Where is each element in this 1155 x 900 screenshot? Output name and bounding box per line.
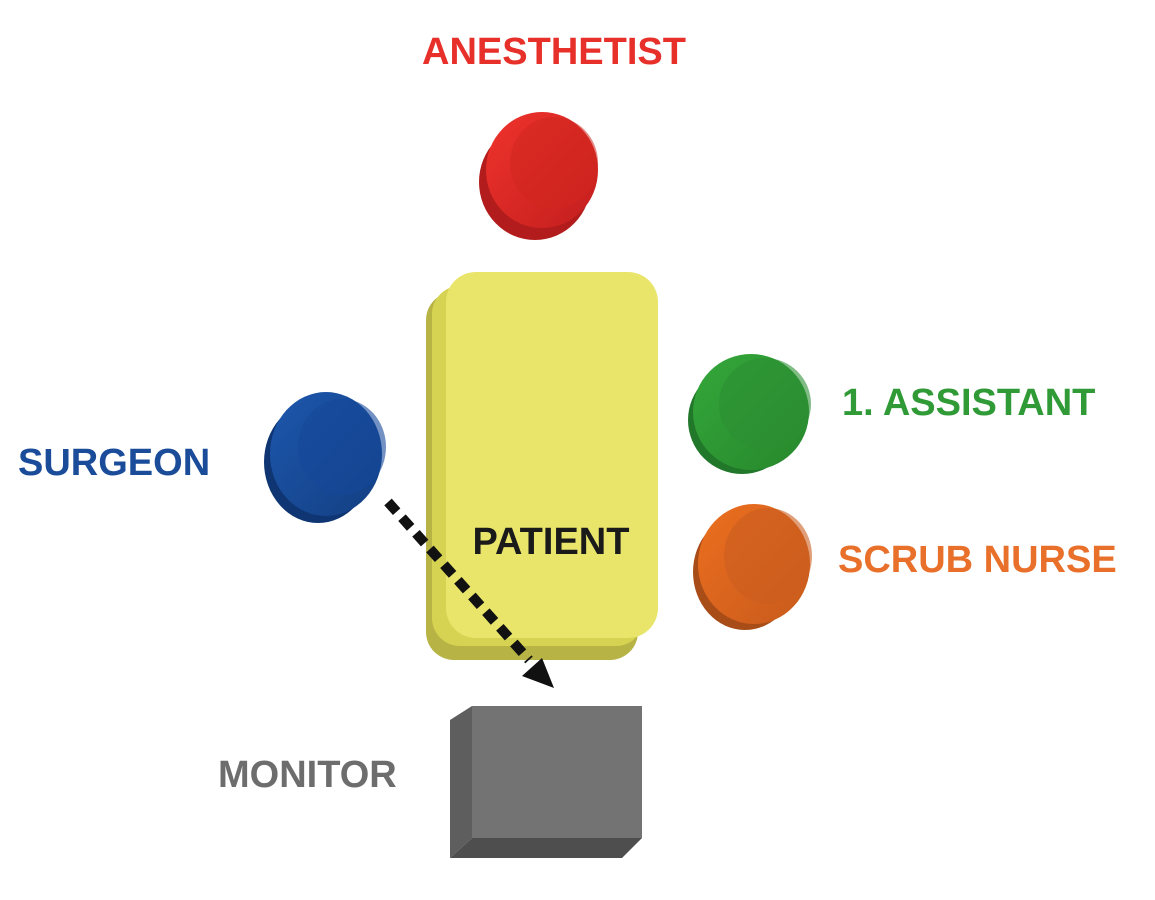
- first-assistant-figure: [688, 354, 811, 474]
- monitor-box: [450, 706, 642, 858]
- label-surgeon: SURGEON: [18, 442, 210, 484]
- label-scrub-nurse: SCRUB NURSE: [838, 539, 1117, 581]
- scrub-nurse-figure: [693, 504, 812, 630]
- label-monitor: MONITOR: [218, 754, 397, 796]
- surgeon-view-arrow: [384, 498, 554, 688]
- anesthetist-figure: [479, 112, 598, 240]
- patient-table: [426, 272, 658, 660]
- label-patient: PATIENT: [473, 521, 630, 563]
- label-anesthetist: ANESTHETIST: [422, 31, 686, 73]
- surgeon-figure: [264, 392, 386, 523]
- label-first-assistant: 1. ASSISTANT: [842, 382, 1095, 424]
- arrow-head: [522, 658, 554, 688]
- arrow-dashed-line: [384, 498, 533, 664]
